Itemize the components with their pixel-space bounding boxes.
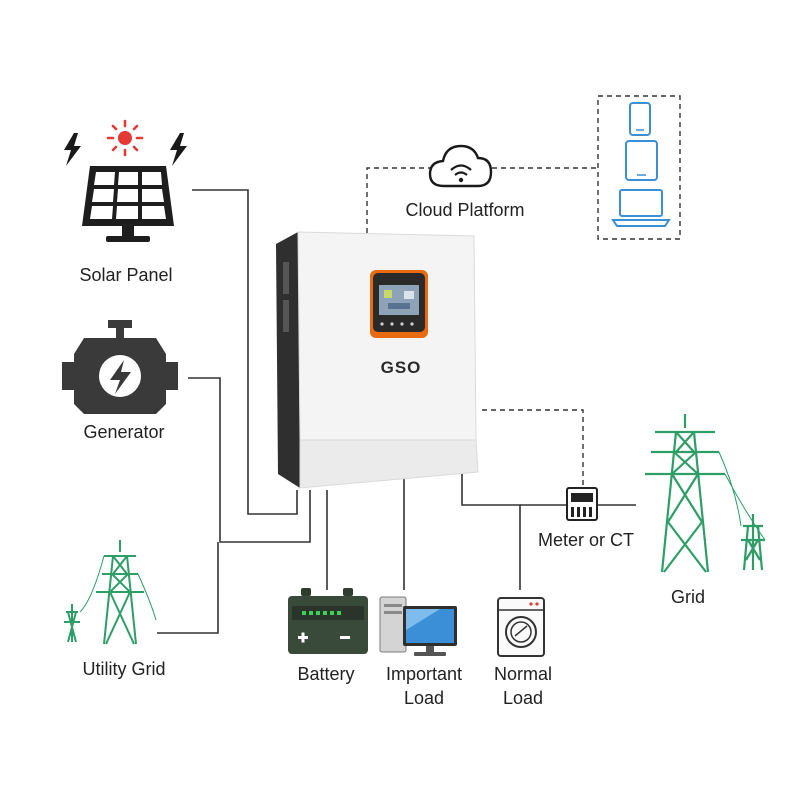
meter-icon: [566, 487, 598, 521]
laptop-icon: [611, 189, 671, 227]
solar-panel-label: Solar Panel: [79, 265, 173, 285]
generator-label: Generator: [83, 422, 165, 442]
smartphone-icon: [629, 102, 651, 136]
meter-label: Meter or CT: [537, 530, 634, 550]
utility-grid-line: [157, 542, 219, 634]
desktop-computer-icon: [379, 596, 457, 656]
solar-line: [192, 189, 298, 515]
cloud-wifi-icon: [428, 144, 493, 188]
inverter-meter-link: [482, 409, 584, 488]
washing-machine-icon: [497, 597, 545, 657]
inverter-icon: [276, 231, 479, 489]
transmission-tower-icon: [64, 540, 157, 645]
lightning-bolt-icon: [64, 133, 81, 166]
normal-load-label-line1: Normal: [493, 664, 552, 684]
important-load-label-line1: Important: [385, 664, 463, 684]
generator-line: [188, 377, 311, 543]
sun-icon: [106, 119, 144, 157]
grid-label: Grid: [670, 587, 705, 607]
comm-lines: [366, 95, 681, 488]
normal-load-line: [461, 470, 521, 590]
tablet-icon: [625, 140, 658, 181]
utility-grid-label: Utility Grid: [82, 659, 166, 679]
connection-lines: [157, 189, 636, 634]
battery-label: Battery: [297, 664, 355, 684]
cloud-platform-label: Cloud Platform: [405, 200, 525, 220]
cloud-inverter-link: [366, 167, 431, 242]
brand-logo: GSO: [380, 358, 422, 377]
solar-panel-icon: [82, 166, 174, 242]
battery-icon: [288, 588, 368, 654]
transmission-tower-icon: [645, 414, 766, 573]
generator-icon: [62, 320, 178, 414]
normal-load-label-line2: Load: [502, 688, 544, 708]
devices-box: [597, 95, 681, 240]
lightning-bolt-icon: [170, 133, 187, 166]
important-load-label-line2: Load: [403, 688, 445, 708]
